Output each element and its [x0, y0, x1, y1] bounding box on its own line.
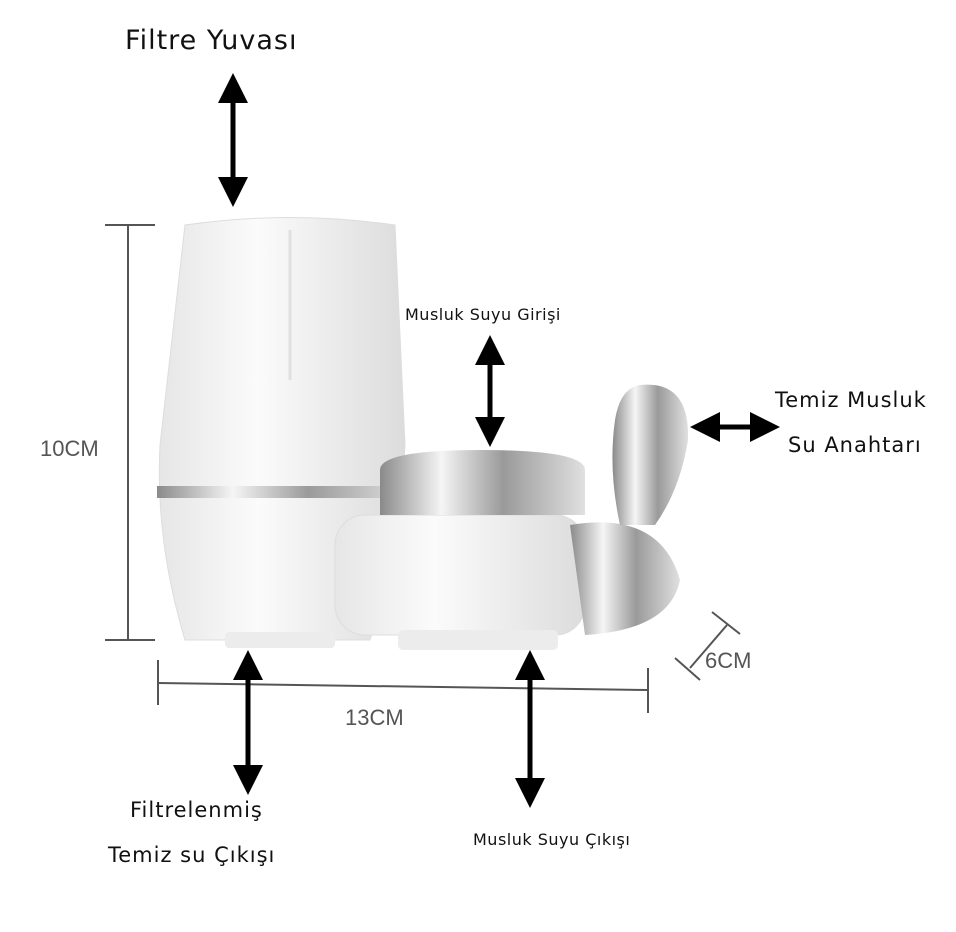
dimension-width: 13CM: [345, 705, 404, 730]
dimension-height: 10CM: [40, 436, 99, 461]
label-tap-water-outlet: Musluk Suyu Çıkışı: [473, 830, 631, 849]
valve-body: [334, 450, 680, 650]
switch-handle: [612, 384, 689, 525]
label-filtered-line2: Temiz su Çıkışı: [108, 843, 276, 867]
dimension-depth: 6CM: [705, 648, 752, 673]
label-switch-line2: Su Anahtarı: [788, 433, 922, 457]
label-switch-line1: Temiz Musluk: [775, 388, 927, 412]
label-tap-water-inlet: Musluk Suyu Girişi: [405, 305, 561, 324]
label-filter-housing: Filtre Yuvası: [125, 25, 298, 56]
label-filtered-line1: Filtrelenmiş: [130, 798, 263, 822]
